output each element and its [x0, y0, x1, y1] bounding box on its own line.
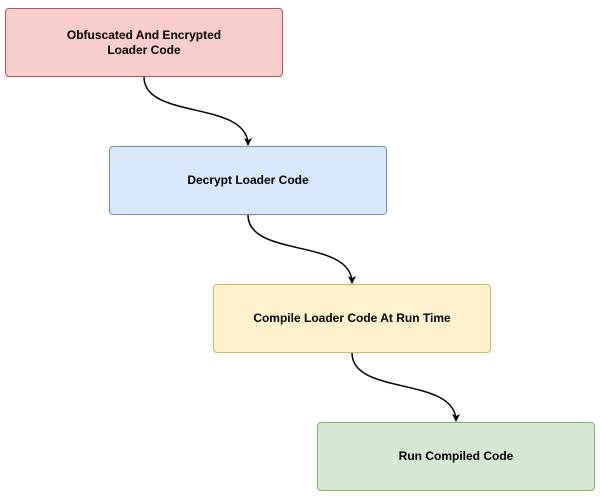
- connector-3-to-4: [351, 352, 460, 422]
- node-obfuscated-encrypted-loader-code: Obfuscated And Encrypted Loader Code: [5, 8, 283, 77]
- node-run-compiled-code: Run Compiled Code: [317, 422, 595, 491]
- node-decrypt-loader-code: Decrypt Loader Code: [109, 146, 387, 215]
- node-label: Compile Loader Code At Run Time: [253, 311, 451, 325]
- connector-1-to-2: [143, 76, 252, 146]
- node-label: Run Compiled Code: [398, 449, 514, 463]
- node-label: Decrypt Loader Code: [187, 173, 309, 187]
- connector-2-to-3: [247, 214, 356, 284]
- node-compile-loader-code: Compile Loader Code At Run Time: [213, 284, 491, 353]
- node-label: Obfuscated And Encrypted Loader Code: [66, 27, 222, 57]
